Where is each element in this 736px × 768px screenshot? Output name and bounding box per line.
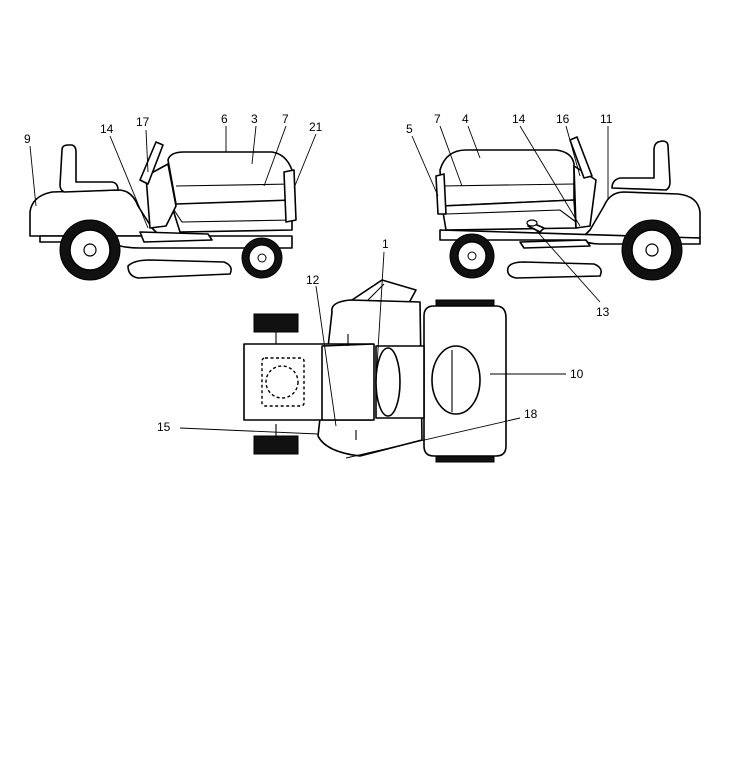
callout-16: 16 bbox=[556, 112, 570, 126]
fuel-cap-outline bbox=[265, 365, 299, 399]
leader-12 bbox=[315, 285, 337, 427]
callout-12: 12 bbox=[306, 273, 320, 287]
shift-knob-r bbox=[526, 219, 538, 227]
leader-3 bbox=[251, 125, 257, 165]
leader-21 bbox=[293, 133, 317, 189]
leader-14a bbox=[109, 135, 149, 229]
mower-deck bbox=[127, 259, 232, 279]
seat-r bbox=[611, 140, 671, 191]
callout-7a: 7 bbox=[282, 112, 289, 126]
leader-4 bbox=[467, 125, 481, 159]
rear-right-tire-top bbox=[253, 435, 299, 455]
front-grille bbox=[283, 169, 297, 223]
callout-5: 5 bbox=[406, 122, 413, 136]
rear-left-tire-top bbox=[253, 313, 299, 333]
callout-3: 3 bbox=[251, 112, 258, 126]
leader-7b bbox=[439, 125, 463, 187]
hood-upper-r bbox=[439, 149, 575, 207]
hood-crease bbox=[175, 183, 293, 187]
callout-17: 17 bbox=[136, 115, 150, 129]
hood-grille-oval bbox=[431, 345, 481, 415]
leader-15 bbox=[179, 427, 319, 435]
rear-wheel-hub bbox=[83, 243, 97, 257]
leader-9 bbox=[29, 145, 37, 207]
callout-11: 11 bbox=[600, 112, 613, 126]
seat bbox=[59, 144, 119, 193]
front-panel-r bbox=[435, 173, 447, 215]
tractor-left-side-view: 9 14 17 6 3 7 21 bbox=[24, 112, 323, 281]
callout-4: 4 bbox=[462, 112, 469, 126]
rear-wheel-hub-r bbox=[645, 243, 659, 257]
fuel-tank-outline bbox=[261, 357, 305, 407]
steering-wheel-r bbox=[569, 136, 593, 179]
callout-15: 15 bbox=[157, 420, 171, 434]
hood-crease-r bbox=[441, 183, 575, 187]
callout-1: 1 bbox=[382, 237, 389, 251]
callout-14a: 14 bbox=[100, 122, 114, 136]
callout-6: 6 bbox=[221, 112, 228, 126]
leader-14b bbox=[519, 125, 581, 227]
footrest-r bbox=[519, 239, 591, 249]
callout-10: 10 bbox=[570, 367, 584, 381]
callout-9: 9 bbox=[24, 132, 31, 146]
seat-box-top bbox=[321, 343, 375, 421]
hood-panel-line-r bbox=[445, 209, 577, 223]
steering-wheel-top bbox=[375, 347, 401, 417]
hood-lower-r bbox=[441, 199, 577, 231]
mower-deck-r bbox=[506, 261, 602, 279]
footrest bbox=[139, 231, 213, 243]
leader-5 bbox=[411, 135, 439, 197]
dash-console bbox=[145, 163, 177, 229]
callout-14b: 14 bbox=[512, 112, 526, 126]
callout-18: 18 bbox=[524, 407, 538, 421]
callout-7b: 7 bbox=[434, 112, 441, 126]
leader-16 bbox=[565, 125, 581, 177]
callout-21: 21 bbox=[309, 120, 323, 134]
steering-wheel bbox=[139, 141, 164, 185]
leader-1 bbox=[375, 251, 385, 383]
leader-18 bbox=[345, 417, 521, 459]
front-wheel-hub-r bbox=[467, 251, 477, 261]
leader-17 bbox=[145, 129, 149, 173]
tractor-right-side-view: 5 7 4 14 16 11 13 bbox=[406, 112, 701, 319]
tractor-top-view: 1 12 15 18 10 bbox=[157, 237, 584, 463]
leader-7a bbox=[263, 125, 287, 187]
front-wheel-hub bbox=[257, 253, 267, 263]
leader-13 bbox=[533, 227, 601, 303]
callout-13: 13 bbox=[596, 305, 610, 319]
